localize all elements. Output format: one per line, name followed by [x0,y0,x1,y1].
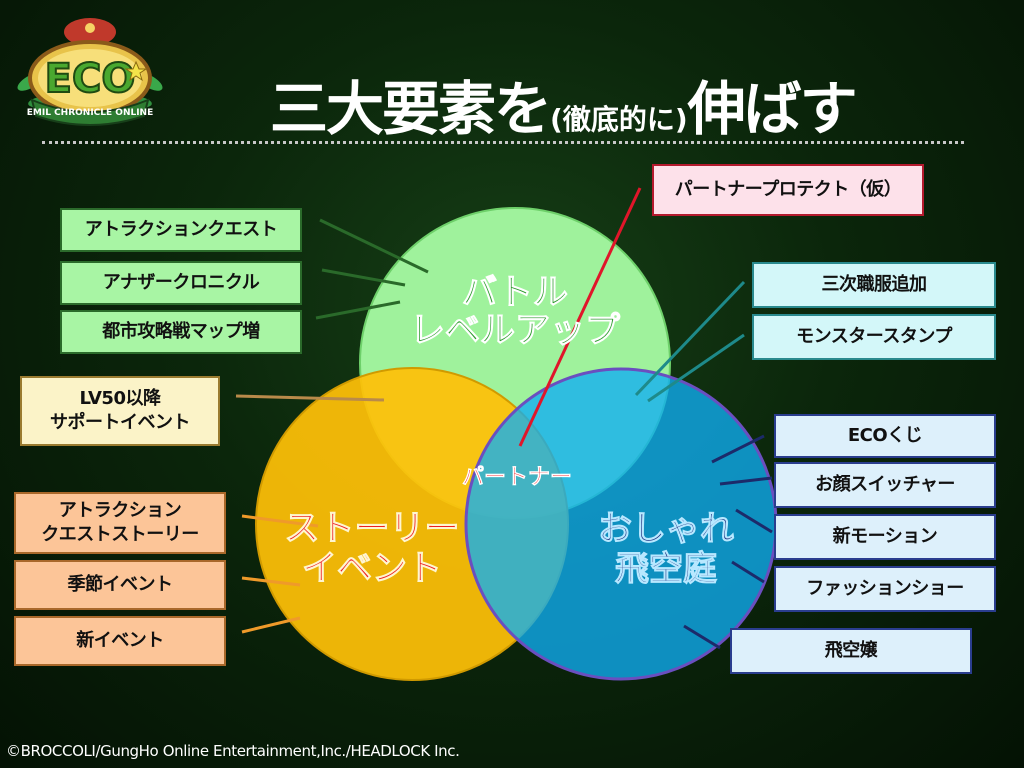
connector-line [719,476,773,486]
connector-line [241,514,319,528]
page-title: 三大要素を(徹底的に)伸ばす [270,62,858,143]
battle-label-line1: バトル [462,273,568,313]
connector-line [711,434,765,464]
box-lv50-line1: LV50以降 [79,388,161,409]
connector-line [634,280,746,397]
story-label-line2: イベント [302,549,442,589]
box-attraction-quest-story: アトラクション クエストストーリー [14,492,226,554]
title-divider [42,141,964,144]
eco-logo: ECO EMIL CHRONICLE ONLINE [10,12,170,127]
box-monster-stamp: モンスタースタンプ [752,314,996,360]
fashion-label-line2: 飛空庭 [615,549,717,589]
title-main-part1: 三大要素を [270,75,552,143]
partner-label: パートナー [462,465,572,490]
box-another-chronicle: アナザークロニクル [60,261,302,305]
copyright-notice: ©BROCCOLI/GungHo Online Entertainment,In… [6,742,460,760]
box-face-switcher: お顔スイッチャー [774,462,996,508]
box-third-job-outfits: 三次職服追加 [752,262,996,308]
box-new-event: 新イベント [14,616,226,666]
connector-line [235,394,385,402]
box-lv50-line2: サポートイベント [50,412,191,433]
title-sub: (徹底的に) [550,103,688,136]
box-fashion-show: ファッションショー [774,566,996,612]
connector-line [731,560,765,584]
connector-line [241,576,301,587]
connector-line [321,268,406,287]
logo-text: ECO [45,56,136,102]
box-seasonal-event: 季節イベント [14,560,226,610]
box-partner-protect: パートナープロテクト（仮） [652,164,924,216]
box-airship-attendant: 飛空嬢 [730,628,972,674]
connector-line [319,218,429,274]
connector-line [647,333,745,403]
box-city-siege-map: 都市攻略戦マップ増 [60,310,302,354]
box-eco-lottery: ECOくじ [774,414,996,458]
connector-line [315,300,401,320]
fashion-label-line1: おしゃれ [598,509,734,549]
connector-line [683,624,721,650]
title-main-part2: 伸ばす [687,75,858,143]
connector-line [735,508,773,534]
box-new-motion: 新モーション [774,514,996,560]
box-attraction-quest: アトラクションクエスト [60,208,302,252]
box-aq-story-line2: クエストストーリー [41,524,199,545]
box-aq-story-line1: アトラクション [58,500,182,521]
connector-line [518,187,642,447]
connector-line [241,616,301,634]
battle-label-line2: レベルアップ [410,311,620,351]
logo-subtext: EMIL CHRONICLE ONLINE [27,108,154,118]
box-lv50-support-event: LV50以降 サポートイベント [20,376,220,446]
story-label-line1: ストーリー [284,509,459,549]
